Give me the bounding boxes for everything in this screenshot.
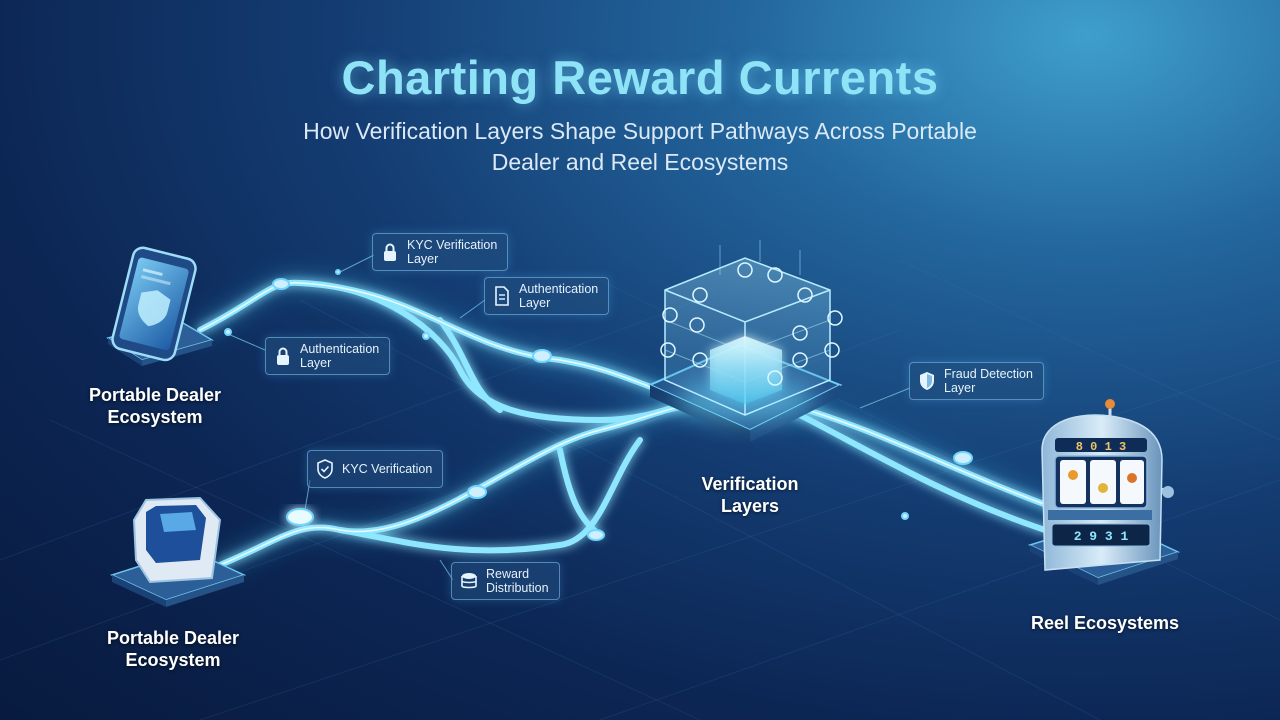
callout-kyc-layer-text: KYC Verification Layer bbox=[407, 238, 498, 266]
slot-top-display: 8 0 1 3 bbox=[1076, 440, 1126, 454]
callout-auth-layer-left: Authentication Layer bbox=[265, 337, 391, 375]
page-subtitle: How Verification Layers Shape Support Pa… bbox=[303, 118, 977, 175]
callout-fraud-detection: Fraud Detection Layer bbox=[909, 362, 1044, 400]
padlock-icon bbox=[277, 347, 289, 365]
callout-reward-distribution-text: Reward Distribution bbox=[486, 567, 549, 595]
callout-reward-distribution: Reward Distribution bbox=[451, 562, 560, 600]
document-icon bbox=[495, 286, 509, 306]
label-reel: Reel Ecosystems bbox=[1030, 613, 1180, 633]
pathways bbox=[193, 275, 1067, 572]
callout-kyc-layer: KYC Verification Layer bbox=[372, 233, 509, 271]
callout-kyc-verification: KYC Verification bbox=[307, 450, 444, 488]
callout-auth-layer-top: Authentication Layer bbox=[484, 277, 610, 315]
page-title: Charting Reward Currents bbox=[341, 51, 939, 104]
padlock-icon bbox=[384, 243, 396, 261]
phone-device bbox=[106, 246, 214, 366]
callout-kyc-verification-text: KYC Verification bbox=[342, 462, 433, 476]
label-verification: Verification Layers bbox=[701, 474, 799, 516]
callout-auth-layer-top-text: Authentication Layer bbox=[519, 282, 599, 310]
coin-stack-icon bbox=[461, 573, 477, 589]
callout-auth-layer-left-text: Authentication Layer bbox=[300, 342, 380, 370]
callout-fraud-detection-text: Fraud Detection Layer bbox=[944, 367, 1033, 395]
shield-check-icon bbox=[317, 459, 333, 479]
shield-icon bbox=[920, 372, 934, 390]
path-nodes bbox=[224, 269, 973, 541]
leader-lines bbox=[227, 254, 911, 581]
verification-cube bbox=[647, 240, 843, 442]
slot-bottom-display: 2 9 3 1 bbox=[1074, 529, 1129, 544]
kiosk-device bbox=[109, 496, 247, 607]
slot-machine bbox=[1027, 399, 1181, 585]
label-bottom-dealer: Portable Dealer Ecosystem bbox=[106, 628, 240, 670]
label-top-dealer: Portable Dealer Ecosystem bbox=[88, 385, 222, 427]
